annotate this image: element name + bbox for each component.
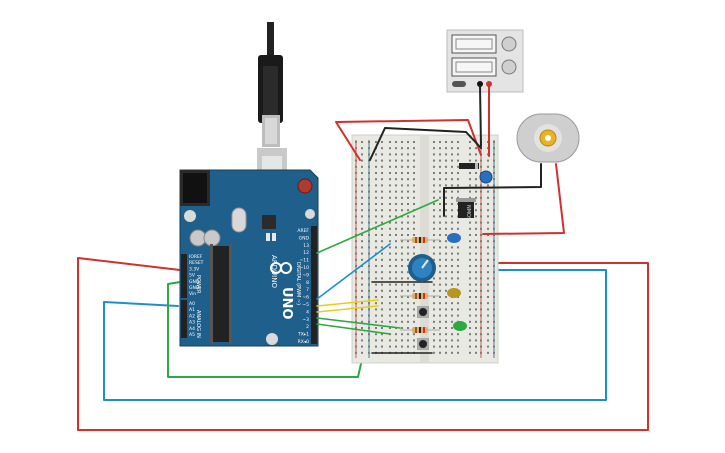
pin-label: 2: [306, 324, 309, 330]
pin-label: 5V: [189, 273, 196, 279]
wire-layer-front: [316, 85, 565, 354]
pin-label: ~3: [302, 317, 309, 323]
pin-label: 4: [306, 309, 309, 315]
mounting-hole: [184, 210, 196, 222]
analog-header-label: ANALOG IN: [195, 310, 201, 338]
led-green[interactable]: [453, 321, 467, 331]
center-channel: [420, 135, 429, 363]
pin-label: ~9: [302, 272, 309, 278]
mosfet[interactable]: NMOS: [456, 198, 476, 220]
pin-label: 8: [306, 280, 309, 286]
yellow-d6-wire[interactable]: [316, 305, 379, 313]
arduino-uno-board[interactable]: ARDUINO UNO POWER ANALOG IN DIGITAL (PWM…: [179, 169, 319, 347]
resistor-3[interactable]: [400, 327, 440, 333]
pin-label: GND: [189, 285, 200, 291]
pin-label: ~10: [300, 265, 310, 271]
digital-pin-header[interactable]: [311, 226, 317, 344]
red-top-wire[interactable]: [335, 119, 482, 161]
pin-label: A1: [189, 307, 195, 313]
power-supply[interactable]: [446, 29, 524, 93]
crystal: [231, 207, 247, 233]
voltage-display: [451, 34, 497, 54]
pin-label: A0: [189, 301, 195, 307]
pin-label: A5: [189, 332, 195, 338]
arduino-brand-label: ARDUINO: [270, 255, 278, 288]
green-d13-wire[interactable]: [316, 199, 439, 254]
blue-capacitor[interactable]: [479, 170, 493, 184]
resistor-1[interactable]: [400, 237, 440, 243]
dc-motor[interactable]: [516, 113, 580, 163]
blue-d11-wire[interactable]: [316, 243, 391, 300]
infinity-logo: [270, 262, 292, 274]
pin-label: IOREF: [189, 254, 203, 260]
current-knob[interactable]: [501, 59, 517, 75]
pushbutton-2[interactable]: [417, 338, 429, 350]
diode[interactable]: [459, 163, 479, 169]
pin-label: ~6: [302, 295, 309, 301]
reset-button[interactable]: [297, 178, 313, 194]
atmega-chip: [213, 246, 229, 342]
pushbutton-1[interactable]: [417, 306, 429, 318]
resistor-2[interactable]: [400, 293, 440, 299]
green-d5-wire[interactable]: [316, 317, 401, 329]
pin-label: Vin: [189, 291, 196, 297]
pin-label: A4: [189, 326, 195, 332]
pin-label: GND: [299, 235, 310, 241]
breadboard-holes: [355, 141, 495, 354]
pin-label: ~11: [300, 258, 310, 264]
current-display: [451, 57, 497, 77]
yellow-d7-wire[interactable]: [316, 299, 379, 307]
pin-label: AREF: [297, 228, 309, 234]
pin-label: A2: [189, 313, 195, 319]
negative-terminal[interactable]: [477, 81, 483, 87]
pin-label: 12: [303, 250, 309, 256]
led-blue[interactable]: [447, 233, 461, 243]
motor-red-wire[interactable]: [482, 163, 565, 235]
pin-label: TX▸1: [297, 332, 309, 338]
voltage-knob[interactable]: [501, 36, 517, 52]
power-header-label: POWER: [195, 275, 201, 294]
led-yellow[interactable]: [447, 288, 461, 298]
motor-black-wire[interactable]: [443, 163, 542, 217]
red-loop-wire[interactable]: [77, 257, 649, 431]
ps-negative-wire[interactable]: [479, 85, 482, 147]
breadboard-components: NMOS: [400, 163, 493, 350]
uno-label: UNO: [279, 287, 294, 320]
mosfet-label: NMOS: [465, 205, 471, 220]
power-pin-header[interactable]: [181, 254, 187, 298]
pin-label: GND: [189, 279, 200, 285]
analog-pin-header[interactable]: [181, 300, 187, 338]
pin-label: 13: [303, 243, 309, 249]
pin-label: RESET: [189, 260, 204, 266]
pin-label: 7: [306, 287, 309, 293]
digital-header-label: DIGITAL (PWM ~): [295, 262, 301, 305]
positive-terminal[interactable]: [486, 81, 492, 87]
power-switch[interactable]: [452, 81, 466, 87]
green-d4-wire[interactable]: [316, 323, 391, 335]
potentiometer[interactable]: [408, 254, 436, 282]
pin-label: 3.3V: [189, 266, 200, 272]
blue-loop-wire[interactable]: [103, 269, 607, 401]
pin-label: ~5: [302, 302, 309, 308]
pin-label: RX◂0: [298, 339, 309, 345]
black-top-wire[interactable]: [369, 127, 482, 161]
pin-label: A3: [189, 320, 195, 326]
